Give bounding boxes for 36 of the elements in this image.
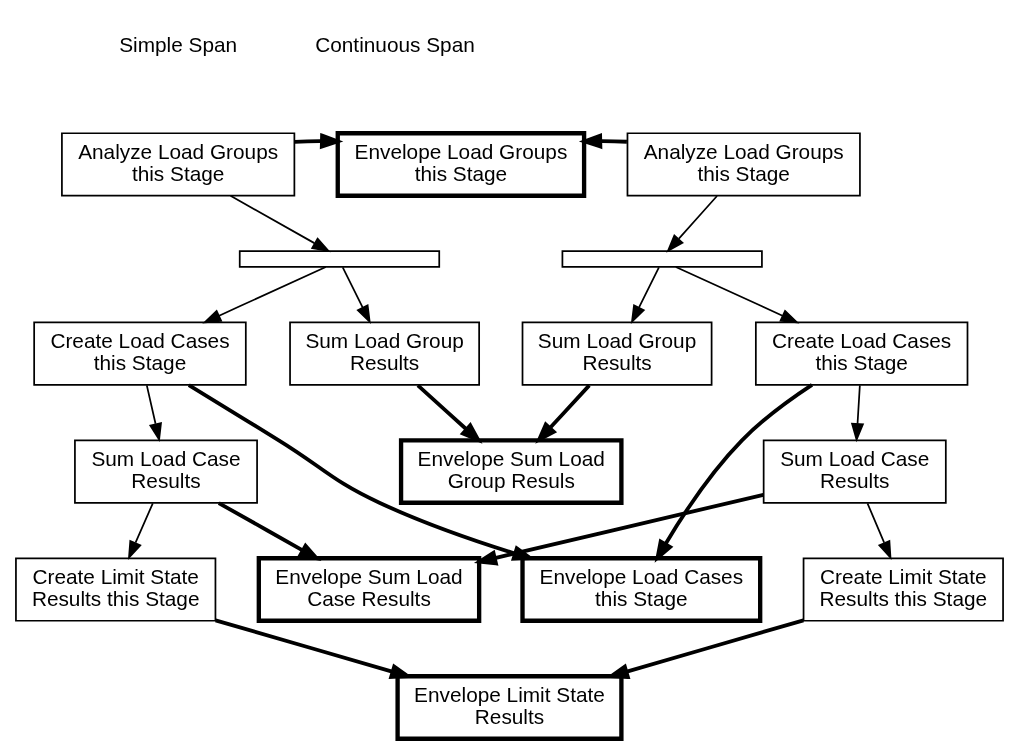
label: Simple Span bbox=[118, 32, 237, 56]
arrow bbox=[229, 194, 331, 253]
arrow bbox=[145, 384, 162, 443]
node-box: Envelope Sum Load Case Results bbox=[256, 556, 481, 623]
arrow bbox=[674, 266, 799, 324]
label: Continuous Span bbox=[314, 32, 475, 56]
node-box: Envelope Load Cases this Stage bbox=[519, 556, 762, 623]
node-box: Sum Load Case Results bbox=[73, 439, 258, 504]
arrow bbox=[850, 384, 864, 443]
arrow bbox=[127, 502, 154, 560]
arrow bbox=[654, 383, 813, 563]
arrow bbox=[341, 266, 371, 325]
node-box: Create Limit State Results this Stage bbox=[802, 557, 1004, 622]
node-box: Analyze Load Groups this Stage bbox=[60, 132, 295, 197]
node-box: Create Load Cases this Stage bbox=[32, 321, 247, 386]
node-bar bbox=[238, 250, 440, 268]
arrow bbox=[473, 492, 764, 566]
arrow bbox=[217, 501, 321, 561]
node-box: Sum Load Case Results bbox=[762, 439, 947, 504]
node-box: Sum Load Group Results bbox=[521, 321, 712, 386]
node-box: Sum Load Group Results bbox=[288, 321, 480, 386]
node-box: Create Load Cases this Stage bbox=[754, 321, 968, 386]
node-box: Create Limit State Results this Stage bbox=[14, 557, 216, 622]
node-box: Envelope Limit State Results bbox=[394, 674, 624, 741]
node-box: Envelope Sum Load Group Resuls bbox=[398, 438, 624, 505]
arrow bbox=[578, 132, 627, 150]
node-bar bbox=[561, 250, 763, 268]
arrow bbox=[866, 502, 891, 560]
arrow bbox=[416, 384, 482, 444]
arrow bbox=[534, 384, 591, 444]
arrow bbox=[201, 266, 327, 324]
arrow bbox=[665, 195, 718, 253]
arrow bbox=[294, 132, 343, 150]
arrow bbox=[630, 266, 660, 325]
node-box: Analyze Load Groups this Stage bbox=[626, 132, 861, 197]
node-box: Envelope Load Groups this Stage bbox=[335, 131, 586, 198]
